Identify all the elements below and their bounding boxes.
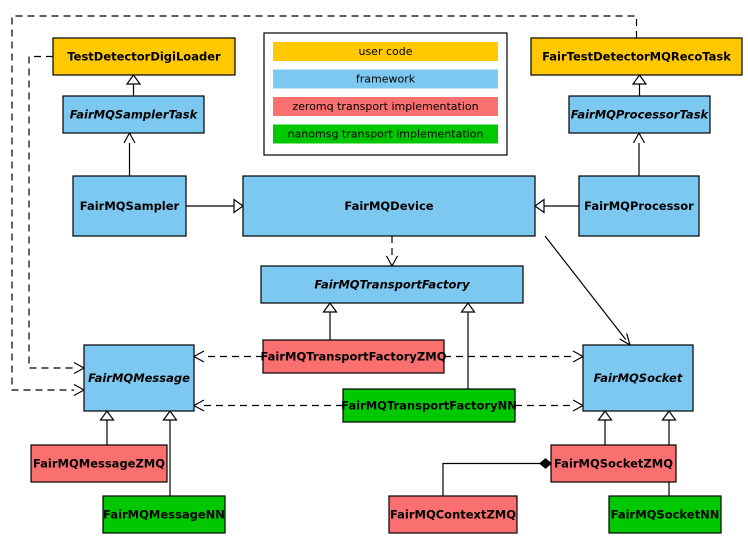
class-node-fairmqprocessor[interactable]: FairMQProcessor: [578, 175, 700, 237]
legend-label: framework: [356, 73, 416, 86]
class-box: [608, 495, 722, 534]
class-name-label: FairMQSocketZMQ: [554, 457, 673, 471]
class-box: [568, 95, 711, 134]
class-name-label: FairMQSampler: [80, 199, 180, 213]
legend-label: nanomsg transport implementation: [288, 128, 484, 141]
class-box: [83, 344, 195, 412]
class-node-fairmqtransportfactory[interactable]: FairMQTransportFactory: [260, 265, 524, 304]
legend-layer: user code framework zeromq transport imple…: [263, 32, 508, 156]
class-name-label: FairMQSocketNN: [611, 508, 720, 522]
open-arrowhead-icon: [572, 399, 585, 412]
class-node-fairmqmessagezmq[interactable]: FairMQMessageZMQ: [30, 444, 168, 483]
class-node-fairmqprocessortask[interactable]: FairMQProcessorTask: [568, 95, 711, 134]
class-name-label: FairTestDetectorMQRecoTask: [542, 50, 731, 64]
generalization-arrowhead-icon: [631, 73, 648, 85]
class-name-label: FairMQMessageNN: [103, 508, 225, 522]
class-node-fairmqtransportfactorynn[interactable]: FairMQTransportFactoryNN: [341, 388, 517, 423]
generalization-arrowhead-icon: [125, 73, 142, 85]
open-arrowhead-icon: [73, 361, 86, 375]
generalization-arrowhead-icon: [533, 198, 545, 214]
class-node-fairtestdetectormqrecotask[interactable]: FairTestDetectorMQRecoTask: [530, 37, 743, 76]
edge-digiloader-message: [28, 55, 74, 369]
class-node-testdetectordigiloader[interactable]: TestDetectorDigiLoader: [52, 37, 236, 76]
open-arrowhead-icon: [192, 350, 205, 363]
legend-item-zeromq: zeromq transport implementation: [273, 97, 498, 116]
legend-swatch: [273, 97, 498, 116]
generalization-arrowhead-icon: [99, 409, 115, 421]
class-box: [102, 495, 226, 534]
generalization-arrowhead-icon: [597, 409, 613, 421]
edge-recotask-message: [11, 15, 638, 391]
open-arrowhead-icon: [572, 350, 585, 363]
class-box: [578, 175, 700, 237]
class-name-label: FairMQProcessor: [584, 199, 694, 213]
class-box: [388, 495, 518, 534]
open-arrowhead-icon: [385, 255, 399, 268]
class-box: [62, 95, 205, 134]
class-node-fairmqsocket[interactable]: FairMQSocket: [582, 344, 694, 412]
legend-item-nanomsg: nanomsg transport implementation: [273, 124, 498, 144]
open-arrowhead-icon: [192, 399, 205, 412]
open-arrowhead-icon: [123, 131, 136, 144]
composition-diamond-icon: [539, 458, 552, 469]
class-name-label: FairMQSocket: [594, 371, 683, 385]
edge-device-socket: [544, 235, 627, 340]
class-node-fairmqsocketnn[interactable]: FairMQSocketNN: [608, 495, 722, 534]
class-name-label: FairMQSamplerTask: [70, 108, 199, 122]
class-name-label: FairMQTransportFactoryZMQ: [260, 350, 446, 364]
class-node-fairmqcontextzmq[interactable]: FairMQContextZMQ: [388, 495, 518, 534]
class-name-label: TestDetectorDigiLoader: [67, 50, 221, 64]
class-name-label: FairMQTransportFactoryNN: [341, 399, 517, 413]
class-box: [342, 388, 516, 423]
class-box: [582, 344, 694, 412]
generalization-arrowhead-icon: [162, 409, 178, 421]
class-box: [30, 444, 168, 483]
legend-swatch: [273, 69, 498, 89]
class-node-fairmqsocketzmq[interactable]: FairMQSocketZMQ: [550, 444, 677, 483]
open-arrowhead-icon: [632, 131, 646, 144]
legend-item-user: user code: [273, 42, 498, 61]
class-name-label: FairMQDevice: [344, 199, 433, 213]
class-box: [530, 37, 743, 76]
generalization-arrowhead-icon: [322, 301, 338, 313]
legend-label: user code: [358, 45, 412, 58]
class-name-label: FairMQContextZMQ: [390, 508, 516, 522]
generalization-arrowhead-icon: [233, 198, 245, 214]
node-layer: TestDetectorDigiLoaderFairMQSamplerTaskF…: [30, 37, 743, 534]
class-name-label: FairMQProcessorTask: [571, 108, 710, 122]
class-node-fairmqmessage[interactable]: FairMQMessage: [83, 344, 195, 412]
class-box: [242, 175, 536, 237]
legend-swatch: [273, 42, 498, 61]
class-box: [260, 265, 524, 304]
open-arrowhead-icon: [73, 383, 86, 397]
legend-swatch: [273, 124, 498, 144]
class-node-fairmqmessagenn[interactable]: FairMQMessageNN: [102, 495, 226, 534]
class-box: [72, 175, 187, 237]
class-name-label: FairMQTransportFactory: [314, 278, 470, 292]
class-node-fairmqtransportfactoryzmq[interactable]: FairMQTransportFactoryZMQ: [260, 339, 447, 374]
class-name-label: FairMQMessageZMQ: [33, 457, 165, 471]
class-box: [550, 444, 677, 483]
class-node-fairmqsampler[interactable]: FairMQSampler: [72, 175, 187, 237]
generalization-arrowhead-icon: [661, 409, 677, 421]
legend-item-framework: framework: [273, 69, 498, 89]
class-node-fairmqdevice[interactable]: FairMQDevice: [242, 175, 536, 237]
class-name-label: FairMQMessage: [88, 371, 190, 385]
legend-label: zeromq transport implementation: [292, 100, 478, 113]
class-box: [262, 339, 445, 374]
class-node-fairmqsamplertask[interactable]: FairMQSamplerTask: [62, 95, 205, 134]
generalization-arrowhead-icon: [460, 301, 476, 313]
edge-socketzmq-contextzmq: [442, 462, 540, 496]
class-box: [52, 37, 236, 76]
